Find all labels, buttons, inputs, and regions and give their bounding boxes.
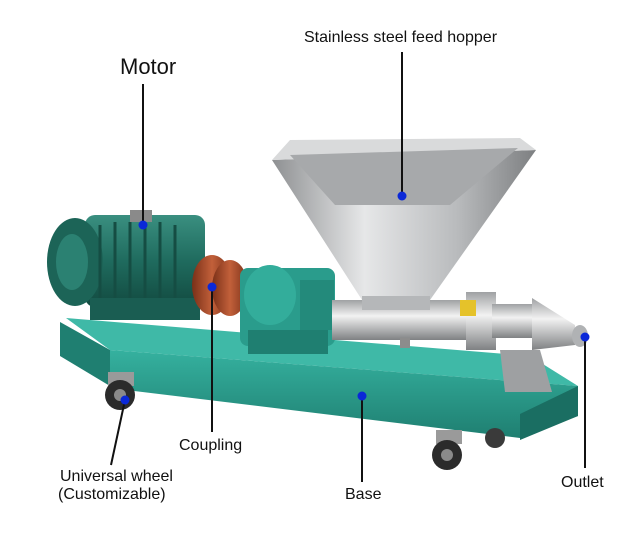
motor-body	[47, 210, 205, 320]
coupling-part	[192, 255, 248, 316]
markers	[120, 191, 590, 405]
marker-outlet	[580, 332, 590, 342]
label-motor: Motor	[120, 54, 177, 79]
label-universal-wheel-note: (Customizable)	[58, 486, 166, 503]
marker-wheel	[120, 395, 130, 405]
marker-hopper	[397, 191, 407, 201]
label-coupling: Coupling	[179, 437, 243, 454]
label-outlet: Outlet	[561, 474, 604, 491]
universal-wheel-rear-right	[485, 428, 505, 448]
marker-motor	[138, 220, 148, 230]
pump-housing	[240, 265, 335, 354]
universal-wheel-front-right	[432, 430, 462, 470]
leader-wheel	[110, 399, 126, 466]
label-universal-wheel: Universal wheel	[60, 468, 173, 485]
label-base: Base	[345, 486, 382, 503]
leader-lines	[110, 52, 586, 482]
feed-hopper	[272, 138, 536, 348]
marker-base	[357, 391, 367, 401]
label-hopper: Stainless steel feed hopper	[304, 29, 498, 46]
universal-wheel-front-left	[105, 372, 135, 410]
marker-coupling	[207, 282, 217, 292]
